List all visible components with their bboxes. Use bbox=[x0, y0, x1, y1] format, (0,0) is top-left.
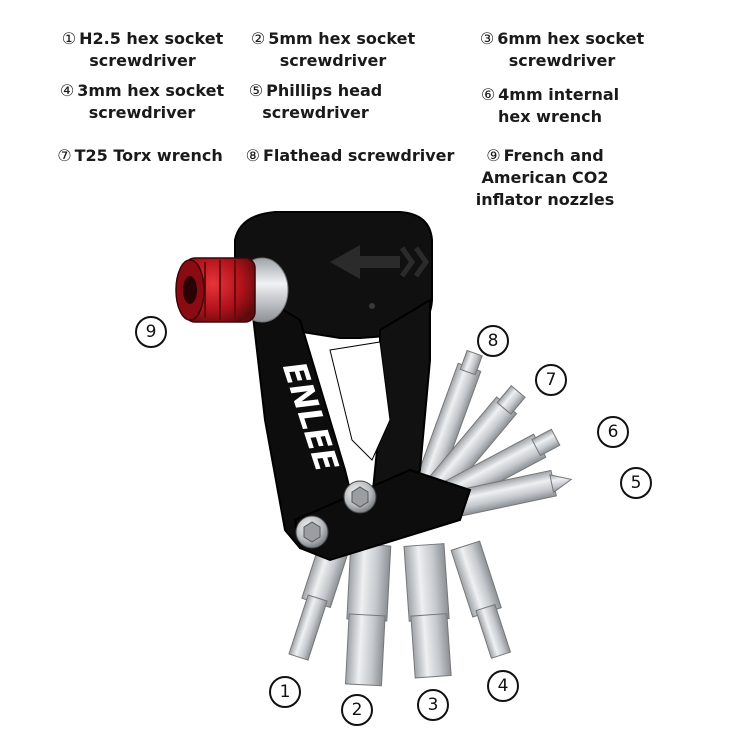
callout-1: 1 bbox=[269, 676, 301, 708]
callout-8: 8 bbox=[477, 325, 509, 357]
callout-6: 6 bbox=[597, 416, 629, 448]
callout-2: 2 bbox=[341, 694, 373, 726]
callout-5: 5 bbox=[620, 467, 652, 499]
callout-4: 4 bbox=[487, 670, 519, 702]
callout-3: 3 bbox=[417, 689, 449, 721]
screws bbox=[295, 480, 377, 549]
callout-7: 7 bbox=[535, 364, 567, 396]
callout-9: 9 bbox=[135, 316, 167, 348]
bottom-bits bbox=[288, 540, 512, 687]
co2-nozzle bbox=[175, 257, 289, 323]
